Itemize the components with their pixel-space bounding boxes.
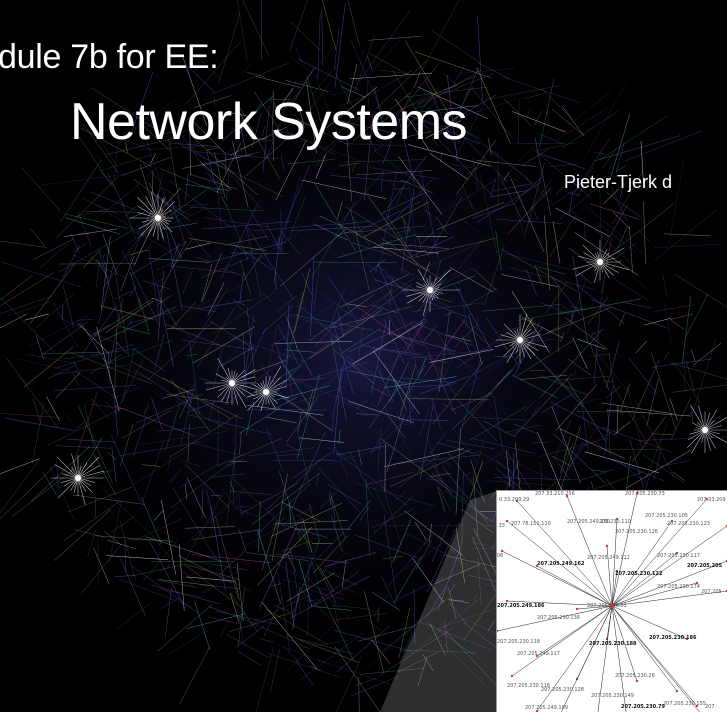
ip-label: 207 bbox=[705, 704, 715, 710]
ip-label: 207.205.230.149 bbox=[591, 693, 634, 699]
ip-label: 207.205.230.174 bbox=[657, 584, 700, 590]
ip-label: 207.205.230.188 bbox=[589, 641, 637, 647]
ip-label: 207.205.230.136 bbox=[537, 615, 580, 621]
ip-label: 207.205.230.81 bbox=[587, 603, 627, 609]
ip-label: 207.205.230.122 bbox=[615, 571, 663, 577]
zoom-inset-graph bbox=[497, 491, 727, 712]
ip-label: 207.205.230.79 bbox=[621, 704, 665, 710]
ip-label: 207.205.249.250 bbox=[567, 519, 610, 525]
ip-label: 207.205.249.109 bbox=[525, 705, 568, 711]
main-title: Network Systems bbox=[70, 93, 468, 151]
ip-label: 0.33.209.29 bbox=[499, 497, 530, 503]
ip-label: 207.205.230.116 bbox=[507, 683, 550, 689]
ip-label: 205.230.110 bbox=[599, 519, 631, 525]
ip-label: 207.205.230.155 bbox=[663, 701, 706, 707]
ip-label: 207.33.210.256 bbox=[535, 491, 575, 497]
ip-label: .33 bbox=[497, 523, 505, 529]
ip-label: 207.205.230.186 bbox=[649, 635, 697, 641]
ip-label: 207.205.249.117 bbox=[517, 651, 560, 657]
ip-label: 207.205.249.112 bbox=[587, 555, 630, 561]
ip-label: 06 bbox=[497, 553, 504, 559]
ip-label: 207.205.230.105 bbox=[645, 513, 688, 519]
ip-label: 207.205 bbox=[701, 589, 722, 595]
ip-label: 207.205.230.126 bbox=[615, 529, 658, 535]
ip-label: 207.205.205 bbox=[687, 563, 723, 569]
ip-label: 207.205.230.128 bbox=[541, 687, 584, 693]
ip-label: 207.205.230.123 bbox=[667, 521, 710, 527]
ip-label: 207.205.249.162 bbox=[537, 561, 585, 567]
module-title: dule 7b for EE: bbox=[0, 38, 219, 76]
author-name: Pieter-Tjerk d bbox=[564, 172, 673, 192]
ip-label: 207.33.209 bbox=[697, 497, 726, 503]
ip-label: 207.78.151.110 bbox=[511, 521, 551, 527]
ip-label: 207.205.230.73 bbox=[625, 491, 665, 497]
ip-label: 207.205.230.117 bbox=[657, 553, 700, 559]
zoom-inset: 0.33.209.29 207.33.210.256 207.205.230.73 2… bbox=[496, 490, 727, 712]
ip-label: 207.205.230.118 bbox=[497, 639, 540, 645]
ip-label: 207.205.230.26 bbox=[615, 673, 655, 679]
ip-label: 207.205.249.186 bbox=[497, 603, 545, 609]
